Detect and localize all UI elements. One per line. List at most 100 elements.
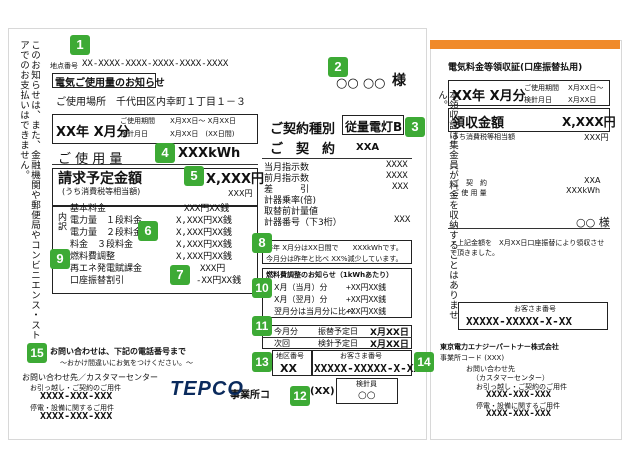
meter-label: 当月指示数 bbox=[264, 163, 310, 173]
addressee: ○○ ○○ bbox=[336, 76, 386, 91]
transfer-today-value: X月XX日 bbox=[370, 328, 409, 338]
receipt-note: ・上記金額を X月XX日口座振替により領収させて頂きました。 bbox=[450, 239, 605, 257]
marker-badge: 3 bbox=[405, 117, 425, 137]
point-number: XX-XXXX-XXXX-XXXX-XXXX-XXXX bbox=[82, 59, 229, 69]
contact-sub: ～おかけ間違いにお気をつけください。～ bbox=[60, 359, 193, 367]
receipt-accent-strip bbox=[430, 40, 620, 49]
marker-badge: 12 bbox=[290, 386, 310, 406]
receipt-customer-box bbox=[458, 302, 608, 330]
fuel-title: 燃料費調整のお知らせ（1kWhあたり） bbox=[266, 271, 394, 279]
meter-value: XXXX bbox=[386, 171, 408, 181]
divider bbox=[448, 228, 610, 229]
breakdown-item-label: 電力量 １段料金 bbox=[70, 216, 143, 226]
receipt-month-box bbox=[448, 80, 610, 106]
receipt-sheet bbox=[430, 40, 622, 440]
bill-sheet bbox=[8, 28, 427, 440]
marker-badge: 14 bbox=[414, 352, 434, 372]
contract-type-label: ご契約種別 bbox=[270, 122, 336, 137]
billing-label: 請求予定金額 bbox=[58, 171, 142, 187]
period-value: X月XX日～ X月XX日 bbox=[170, 117, 236, 125]
contact-tel2: XXXX-XXX-XXX bbox=[40, 411, 113, 422]
breakdown-item-value: XXX円 bbox=[200, 264, 226, 274]
meter-value: XXXX bbox=[386, 160, 408, 170]
tax-note: (うち消費税等相当額) bbox=[62, 187, 141, 196]
uchiwake-label: 内訳 bbox=[56, 212, 66, 231]
contact-tel1: XXXX-XXX-XXX bbox=[40, 391, 113, 402]
transfer-today-mid: 振替予定日 bbox=[318, 327, 358, 336]
marker-badge: 5 bbox=[184, 166, 204, 186]
office-value: (XX) bbox=[310, 386, 335, 397]
bill-month: XX年 X月分 bbox=[56, 125, 130, 140]
receipt-office-code: 事業所コード (XXX) bbox=[440, 354, 505, 362]
compare-line1: 昨年 X月分はXX日間で XXXkWhです。 bbox=[266, 244, 403, 252]
receipt-tax-value: XXX円 bbox=[584, 133, 609, 142]
receipt-company: 東京電力エナジーパートナー株式会社 bbox=[440, 343, 559, 351]
breakdown-item-value: X,XXX円XX銭 bbox=[176, 252, 232, 262]
breakdown-item-label: 再エネ発電賦課金 bbox=[70, 264, 143, 274]
marker-badge: 7 bbox=[170, 265, 190, 285]
receipt-usage-label: ご 使 用 量 bbox=[452, 189, 487, 197]
transfer-next-value: X月XX日 bbox=[370, 340, 409, 350]
marker-badge: 6 bbox=[138, 221, 158, 241]
breakdown-item-value: X,XXX円XX銭 bbox=[176, 216, 232, 226]
receipt-usage-value: XXXkWh bbox=[566, 186, 601, 195]
receipt-meter-value: X月XX日 bbox=[568, 96, 597, 104]
meter-date-label: 検針月日 bbox=[120, 130, 148, 138]
breakdown-item-label: 口座振替割引 bbox=[70, 276, 125, 286]
receipt-contract-value: XXA bbox=[584, 176, 601, 185]
divider bbox=[52, 164, 258, 165]
billing-box bbox=[52, 168, 258, 206]
usage-location: ご使用場所 千代田区内幸町１丁目１－３ bbox=[56, 97, 246, 108]
transfer-today-label: 今月分 bbox=[274, 327, 298, 336]
marker-badge: 1 bbox=[70, 35, 90, 55]
point-label: 地点番号 bbox=[50, 62, 78, 70]
receipt-month: XX年 X月分 bbox=[452, 89, 526, 104]
breakdown-item-label: 料金 ３段料金 bbox=[70, 240, 134, 250]
marker-badge: 8 bbox=[252, 233, 272, 253]
breakdown-item-value: X,XXX円XX銭 bbox=[176, 240, 232, 250]
office-label: 事業所コ bbox=[230, 390, 270, 401]
receipt-contact-tel2: XXXX-XXX-XXX bbox=[486, 409, 552, 419]
sama: 様 bbox=[392, 73, 406, 89]
breakdown-item-label: 電力量 ２段料金 bbox=[70, 228, 143, 238]
customer-value: XXXXX-XXXXX-X-XX bbox=[314, 362, 420, 375]
breakdown-item-value: -XX円XX銭 bbox=[196, 276, 242, 286]
contact-outage: 停電・設備に関するご用件 bbox=[30, 404, 114, 412]
breakdown-item-label: 燃料費調整 bbox=[70, 252, 116, 262]
fuel-value: +XX円XX銭 bbox=[346, 307, 387, 316]
receipt-amount-label: 領収金額 bbox=[452, 116, 505, 131]
contact-title: お問い合わせは、下記の電話番号まで bbox=[50, 347, 186, 356]
tepco-logo: TEPCO bbox=[170, 378, 244, 400]
marker-badge: 10 bbox=[252, 278, 272, 298]
marker-badge: 9 bbox=[50, 249, 70, 269]
receipt-amount-box bbox=[448, 108, 610, 132]
breakdown-item-label: 基本料金 bbox=[70, 204, 107, 214]
receipt-period-label: ご使用期間 bbox=[524, 84, 559, 92]
area-box bbox=[272, 350, 312, 376]
meter-value: XXX bbox=[392, 182, 409, 192]
contract-type-value: 従量電灯B bbox=[345, 120, 403, 134]
receipt-contact-outage: 停電・設備に関するご用件 bbox=[476, 402, 560, 410]
inspector-box bbox=[336, 378, 398, 404]
fuel-label: X月（当月）分 bbox=[274, 283, 328, 292]
inspector-value: ○○ bbox=[358, 390, 376, 401]
fuel-value: +XX円XX銭 bbox=[346, 295, 387, 304]
contact-center: お問い合わせ先／カスタマーセンター bbox=[22, 373, 158, 382]
transfer-next-label: 次回 bbox=[274, 339, 290, 348]
customer-box bbox=[312, 350, 412, 376]
receipt-contact-moving: お引っ越し・ご契約のご用件 bbox=[476, 383, 567, 391]
fuel-label: 翌月分は当月分に比べ bbox=[274, 307, 354, 316]
period-label: ご使用期間 bbox=[120, 117, 155, 125]
divider bbox=[262, 337, 412, 338]
receipt-contact-center: （カスタマーセンター） bbox=[472, 374, 549, 382]
divider bbox=[262, 158, 412, 159]
usage-value: XXXkWh bbox=[178, 146, 241, 161]
marker-badge: 4 bbox=[155, 143, 175, 163]
area-label: 地区番号 bbox=[276, 352, 304, 360]
area-value: XX bbox=[280, 362, 297, 375]
receipt-contact-title: お問い合わせ先 bbox=[466, 365, 515, 373]
receipt-contact-tel1: XXXX-XXX-XXX bbox=[486, 390, 552, 400]
inspector-label: 検針員 bbox=[356, 380, 377, 388]
contact-moving: お引っ越し・ご契約のご用件 bbox=[30, 384, 121, 392]
breakdown-item-value: XXX円XX銭 bbox=[184, 204, 230, 214]
